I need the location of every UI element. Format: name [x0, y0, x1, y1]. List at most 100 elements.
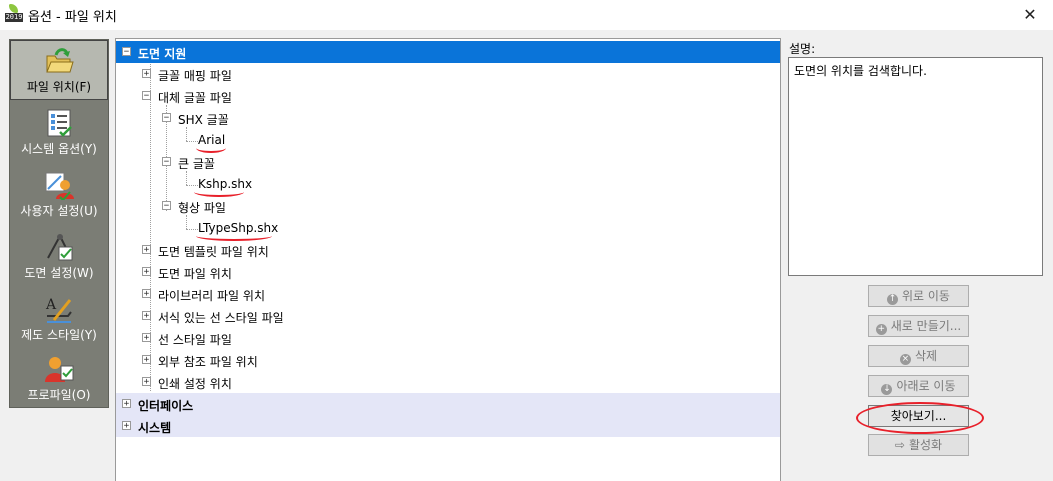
tree-node-xref-location[interactable]: + 외부 참조 파일 위치 [116, 349, 780, 371]
tree-node-label: 형상 파일 [178, 201, 226, 215]
red-underline-mark [196, 143, 226, 153]
tree-node-label: 인터페이스 [138, 399, 194, 413]
tree-node-shx-font[interactable]: − SHX 글꼴 [116, 107, 780, 129]
close-button[interactable]: ✕ [1023, 5, 1037, 24]
tree-node-label: 글꼴 매핑 파일 [158, 69, 232, 83]
expand-toggle[interactable]: + [142, 333, 151, 343]
expand-toggle[interactable]: + [122, 421, 131, 431]
expand-toggle[interactable]: + [142, 69, 151, 79]
arrow-right-icon: ⇨ [894, 438, 905, 452]
sidebar-item-drafting-style[interactable]: A 제도 스타일(Y) [10, 288, 108, 348]
arrow-down-icon: ↓ [881, 384, 893, 395]
folder-arrow-icon [46, 48, 74, 73]
delete-button[interactable]: ×삭제 [868, 345, 969, 367]
collapse-toggle[interactable]: − [162, 113, 171, 123]
description-box: 도면의 위치를 검색합니다. [788, 57, 1043, 276]
close-circle-icon: × [899, 354, 911, 365]
tree-node-shx-value[interactable]: Arial [116, 129, 780, 153]
tree-node-label: 인쇄 설정 위치 [158, 377, 232, 391]
sidebar-item-user-settings[interactable]: 사용자 설정(U) [10, 164, 108, 224]
button-label: 위로 이동 [902, 289, 950, 303]
tree-node-label: 도면 지원 [138, 47, 187, 61]
tree-node-label: 라이브러리 파일 위치 [158, 289, 265, 303]
tree-node-formatted-linestyle[interactable]: + 서식 있는 선 스타일 파일 [116, 305, 780, 327]
new-button[interactable]: +새로 만들기... [868, 315, 969, 337]
tree-line [186, 229, 198, 230]
expand-toggle[interactable]: + [142, 311, 151, 321]
tree-node-label: SHX 글꼴 [178, 113, 229, 127]
red-circle-annotation [856, 402, 984, 434]
red-underline-mark [194, 187, 244, 197]
sidebar-item-label: 제도 스타일(Y) [21, 328, 97, 342]
drawing-settings-icon [47, 234, 73, 261]
tree-node-shape-file[interactable]: − 형상 파일 [116, 195, 780, 217]
tree-line [150, 61, 151, 391]
move-down-button[interactable]: ↓아래로 이동 [868, 375, 969, 397]
button-label: 아래로 이동 [896, 379, 956, 393]
tree-node-shape-value[interactable]: LTypeShp.shx [116, 217, 780, 241]
sidebar-item-system-options[interactable]: 시스템 옵션(Y) [10, 102, 108, 162]
sidebar-item-label: 사용자 설정(U) [20, 204, 98, 218]
tree-node-interface[interactable]: + 인터페이스 [116, 393, 780, 415]
tree-node-linestyle[interactable]: + 선 스타일 파일 [116, 327, 780, 349]
collapse-toggle[interactable]: − [162, 157, 171, 167]
tree-node-big-value[interactable]: Kshp.shx [116, 173, 780, 197]
sidebar-item-label: 시스템 옵션(Y) [21, 142, 97, 156]
window-title: 옵션 - 파일 위치 [28, 10, 117, 25]
tree-line [186, 215, 187, 229]
checklist-icon [47, 109, 72, 137]
collapse-toggle[interactable]: − [142, 91, 151, 101]
expand-toggle[interactable]: + [142, 289, 151, 299]
tree-node-drawing-location[interactable]: + 도면 파일 위치 [116, 261, 780, 283]
tree-node-label: 큰 글꼴 [178, 157, 215, 171]
tree-node-label: 대체 글꼴 파일 [158, 91, 232, 105]
red-underline-mark [196, 231, 272, 241]
description-label: 설명: [789, 42, 816, 56]
button-label: 삭제 [914, 349, 938, 363]
user-settings-icon [45, 172, 74, 200]
sidebar-item-file-locations[interactable]: 파일 위치(F) [10, 40, 108, 100]
profile-icon [45, 357, 74, 382]
tree-node-library-location[interactable]: + 라이브러리 파일 위치 [116, 283, 780, 305]
tree-node-label: 도면 템플릿 파일 위치 [158, 245, 269, 259]
tree-node-label: 외부 참조 파일 위치 [158, 355, 258, 369]
tree-node-system[interactable]: + 시스템 [116, 415, 780, 437]
expand-toggle[interactable]: + [142, 245, 151, 255]
expand-toggle[interactable]: + [142, 355, 151, 365]
sidebar-item-label: 도면 설정(W) [24, 266, 94, 280]
tree-node-label: 선 스타일 파일 [158, 333, 232, 347]
activate-button[interactable]: ⇨활성화 [868, 434, 969, 456]
tree-node-label: 도면 파일 위치 [158, 267, 232, 281]
sidebar-item-drawing-settings[interactable]: 도면 설정(W) [10, 226, 108, 286]
tree-line [186, 185, 198, 186]
tree-node-big-font[interactable]: − 큰 글꼴 [116, 151, 780, 173]
tree-node-label: 시스템 [138, 421, 172, 435]
sidebar-item-label: 프로파일(O) [27, 388, 91, 402]
expand-toggle[interactable]: + [142, 267, 151, 277]
plus-icon: + [875, 324, 887, 335]
collapse-toggle[interactable]: − [122, 47, 131, 57]
tree-node-alternate-font[interactable]: − 대체 글꼴 파일 [116, 85, 780, 107]
arrow-up-icon: ↑ [887, 294, 898, 305]
button-label: 새로 만들기... [890, 319, 962, 333]
title-bar: 2019 옵션 - 파일 위치 ✕ [0, 0, 1053, 30]
options-sidebar: 파일 위치(F) 시스템 옵션(Y) 사용자 설정(U) 도면 설정( [9, 39, 109, 408]
tree-node-template-location[interactable]: + 도면 템플릿 파일 위치 [116, 239, 780, 261]
tree-line [186, 141, 198, 142]
move-up-button[interactable]: ↑ 위로 이동 [868, 285, 969, 307]
tree-node-font-mapping[interactable]: + 글꼴 매핑 파일 [116, 63, 780, 85]
svg-text:A: A [45, 297, 57, 313]
button-label: 활성화 [908, 438, 943, 452]
tree-node-print-location[interactable]: + 인쇄 설정 위치 [116, 371, 780, 393]
drafting-style-icon: A [45, 297, 72, 323]
collapse-toggle[interactable]: − [162, 201, 171, 211]
file-location-tree[interactable]: − 도면 지원 + 글꼴 매핑 파일 − 대체 글꼴 파일 − SHX 글꼴 A… [115, 38, 781, 481]
expand-toggle[interactable]: + [142, 377, 151, 387]
tree-line [186, 127, 187, 141]
sidebar-item-profile[interactable]: 프로파일(O) [10, 348, 108, 408]
expand-toggle[interactable]: + [122, 399, 131, 409]
tree-node-drawing-support[interactable]: − 도면 지원 [116, 41, 780, 63]
app-logo-icon: 2019 [5, 4, 23, 22]
tree-line [186, 171, 187, 185]
tree-node-label: 서식 있는 선 스타일 파일 [158, 311, 284, 325]
